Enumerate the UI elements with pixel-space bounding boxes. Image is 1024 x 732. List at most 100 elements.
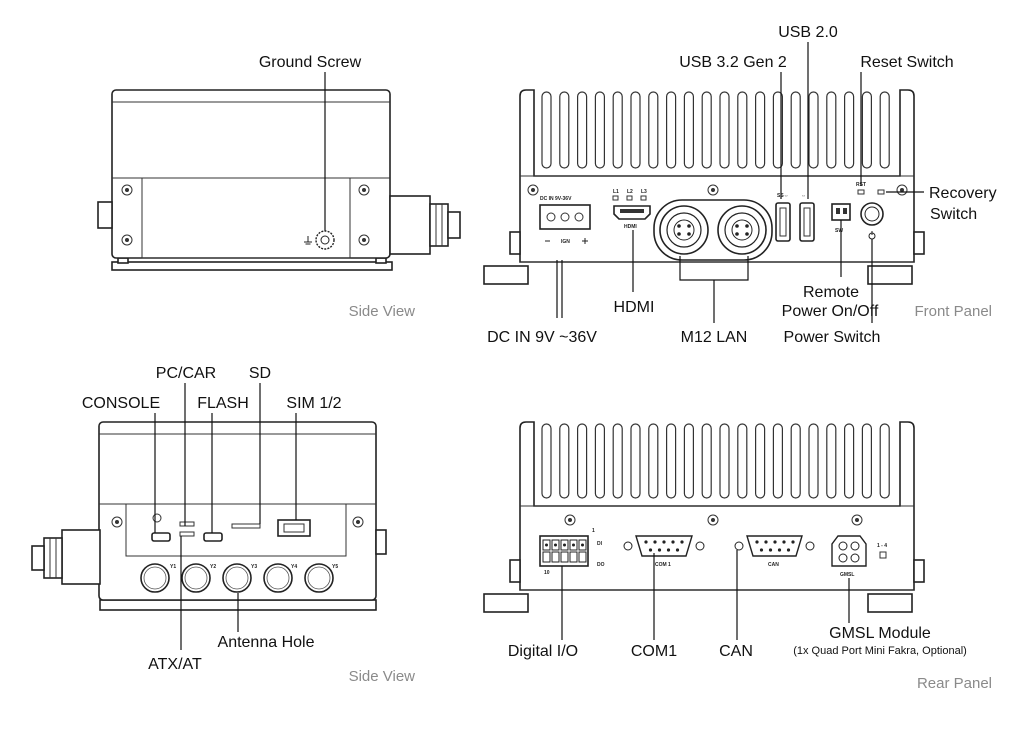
silk-dc: DC IN 9V-36V [540, 196, 572, 202]
db9-pin [671, 540, 675, 544]
rear-panel-caption: Rear Panel [917, 675, 992, 692]
sim-label: SIM 1/2 [286, 395, 341, 412]
recovery-switch-label-2: Switch [930, 206, 977, 223]
db9-pin [764, 540, 768, 544]
fin [790, 91, 801, 169]
silk-ant-5: Y5 [332, 564, 338, 570]
gmsl-note-label: (1x Quad Port Mini Fakra, Optional) [793, 645, 967, 657]
can-port [734, 535, 815, 557]
db9-pin [666, 548, 671, 552]
fin [879, 91, 890, 169]
fin [594, 423, 606, 499]
side-view-bottom-caption: Side View [349, 668, 416, 685]
fin [719, 91, 730, 169]
antenna-hole-icon [140, 563, 170, 593]
antenna-hole-ring [225, 566, 249, 590]
silk-sw: SW [835, 228, 843, 234]
dio-pin-bottom [569, 551, 578, 563]
front-panel: DC IN 9V-36V IGN L1 L2 L3 HDMI [483, 24, 997, 346]
fin [826, 423, 837, 499]
silk-hdmi: HDMI [624, 224, 637, 230]
silk-l3: L3 [641, 189, 647, 195]
fin [665, 423, 677, 499]
silk-l2: L2 [627, 189, 633, 195]
fin [648, 91, 659, 169]
fin [701, 91, 712, 169]
fin [754, 423, 766, 499]
dc-in-label: DC IN 9V ~36V [487, 329, 597, 346]
remote-power-label-2: Power On/Off [782, 303, 879, 320]
fin [612, 423, 623, 499]
reset-switch-label: Reset Switch [860, 54, 953, 71]
dc-in-terminal [539, 204, 591, 230]
side-view-top: Ground Screw Side View [97, 54, 461, 320]
remote-power-label-1: Remote [803, 284, 859, 301]
antenna-hole-icon [222, 563, 252, 593]
com1-label: COM1 [631, 643, 677, 660]
side-view-bottom: Y1 Y2 Y3 Y4 Y5 PC/CAR SD CONSOLE FLASH S… [31, 365, 416, 685]
fin [843, 423, 855, 499]
fin [612, 91, 623, 169]
db9-pin [768, 548, 773, 552]
digital-io-label: Digital I/O [508, 643, 578, 660]
antenna-hole-icon [263, 563, 293, 593]
silk-ports: 1 - 4 [877, 543, 887, 549]
fin [843, 91, 855, 169]
silk-ten: 10 [544, 570, 550, 576]
front-panel-caption: Front Panel [914, 303, 992, 320]
antenna-hole-icon [304, 563, 334, 593]
atxat-label: ATX/AT [148, 656, 202, 673]
silk-one: 1 [592, 528, 595, 534]
fin [879, 423, 890, 499]
silk-gmsl: GMSL [840, 572, 854, 578]
heatsink-fins [541, 91, 890, 169]
hdmi-label: HDMI [614, 299, 655, 316]
db9-pin [777, 548, 782, 552]
console-label: CONSOLE [82, 395, 160, 412]
fin [772, 91, 784, 169]
dio-screw [581, 543, 584, 547]
fin [737, 91, 748, 169]
side-view-top-caption: Side View [349, 303, 416, 320]
fin [683, 423, 695, 499]
fin [541, 423, 552, 499]
ground-screw-label: Ground Screw [259, 54, 362, 71]
db9-pin [782, 540, 786, 544]
dio-pin-bottom [560, 551, 569, 563]
db9-pin [675, 548, 680, 552]
heatsink-fins-rear [541, 423, 890, 499]
recovery-switch-label-1: Recovery [929, 185, 997, 202]
gmsl-module-port [831, 535, 867, 567]
m12-lan-port-1 [659, 205, 709, 255]
m12-lan-port-2 [717, 205, 767, 255]
dio-pin-bottom [578, 551, 587, 563]
antenna-hole-icon [181, 563, 211, 593]
fin [630, 423, 641, 499]
remote-power-terminal [831, 203, 851, 221]
dio-screw [572, 543, 575, 547]
dio-screw [554, 543, 557, 547]
silk-ant-3: Y3 [251, 564, 257, 570]
silk-ign: IGN [561, 239, 570, 245]
fin [576, 91, 588, 169]
svg-text:⇔: ⇔ [801, 193, 806, 199]
db9-pin [791, 540, 795, 544]
db9-pin [662, 540, 666, 544]
db9-pin [644, 540, 648, 544]
fin [790, 423, 801, 499]
fin [559, 91, 570, 169]
antenna-hole-ring [143, 566, 167, 590]
db9-pin [755, 540, 759, 544]
fin [719, 423, 730, 499]
silk-ant-2: Y2 [210, 564, 216, 570]
silk-com1: COM 1 [655, 562, 671, 568]
fin [665, 91, 677, 169]
gmsl-module-label: GMSL Module [829, 625, 931, 642]
fin [737, 423, 748, 499]
dio-pin-bottom [551, 551, 560, 563]
fin [701, 423, 712, 499]
fin [808, 91, 819, 169]
usb20-label: USB 2.0 [778, 24, 838, 41]
fin [648, 423, 659, 499]
